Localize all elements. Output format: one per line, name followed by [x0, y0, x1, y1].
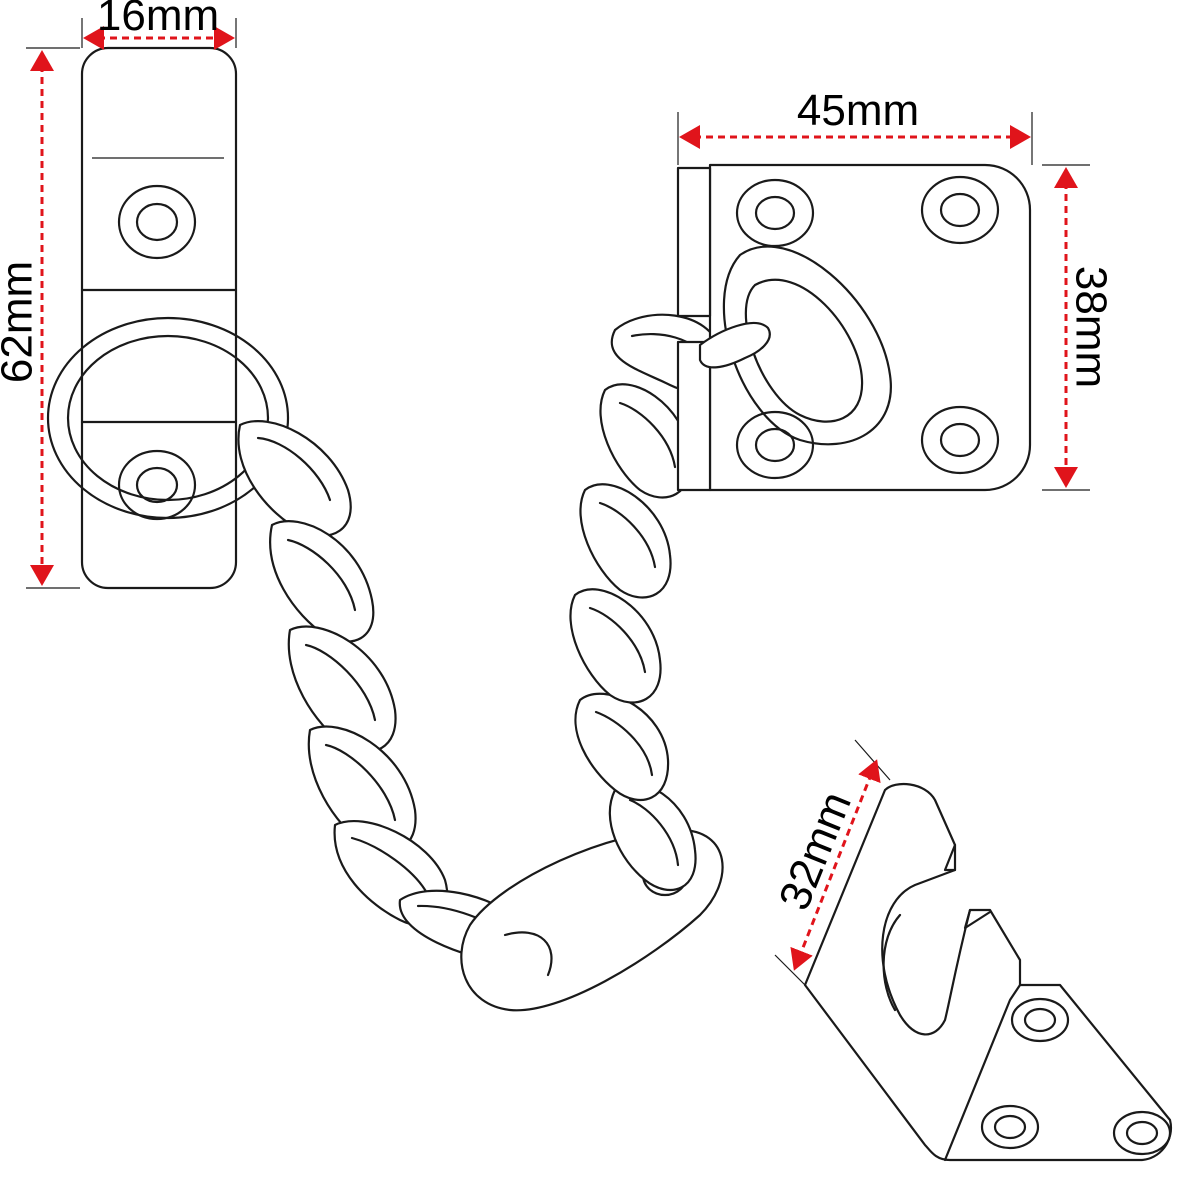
dimension-height-keeper: 38mm	[1042, 164, 1115, 491]
dimension-width-keeper: 45mm	[677, 86, 1033, 165]
keeper-plate	[676, 163, 1032, 492]
dimension-label-62mm: 62mm	[0, 261, 42, 383]
dimension-length-plate: 62mm	[0, 47, 80, 589]
dimension-label-16mm: 16mm	[97, 0, 219, 40]
dimension-width-plate: 16mm	[81, 0, 237, 50]
dimension-label-45mm: 45mm	[797, 86, 919, 135]
chain	[237, 313, 724, 1012]
dimension-label-38mm: 38mm	[1066, 266, 1115, 388]
door-staple	[803, 783, 1173, 1162]
